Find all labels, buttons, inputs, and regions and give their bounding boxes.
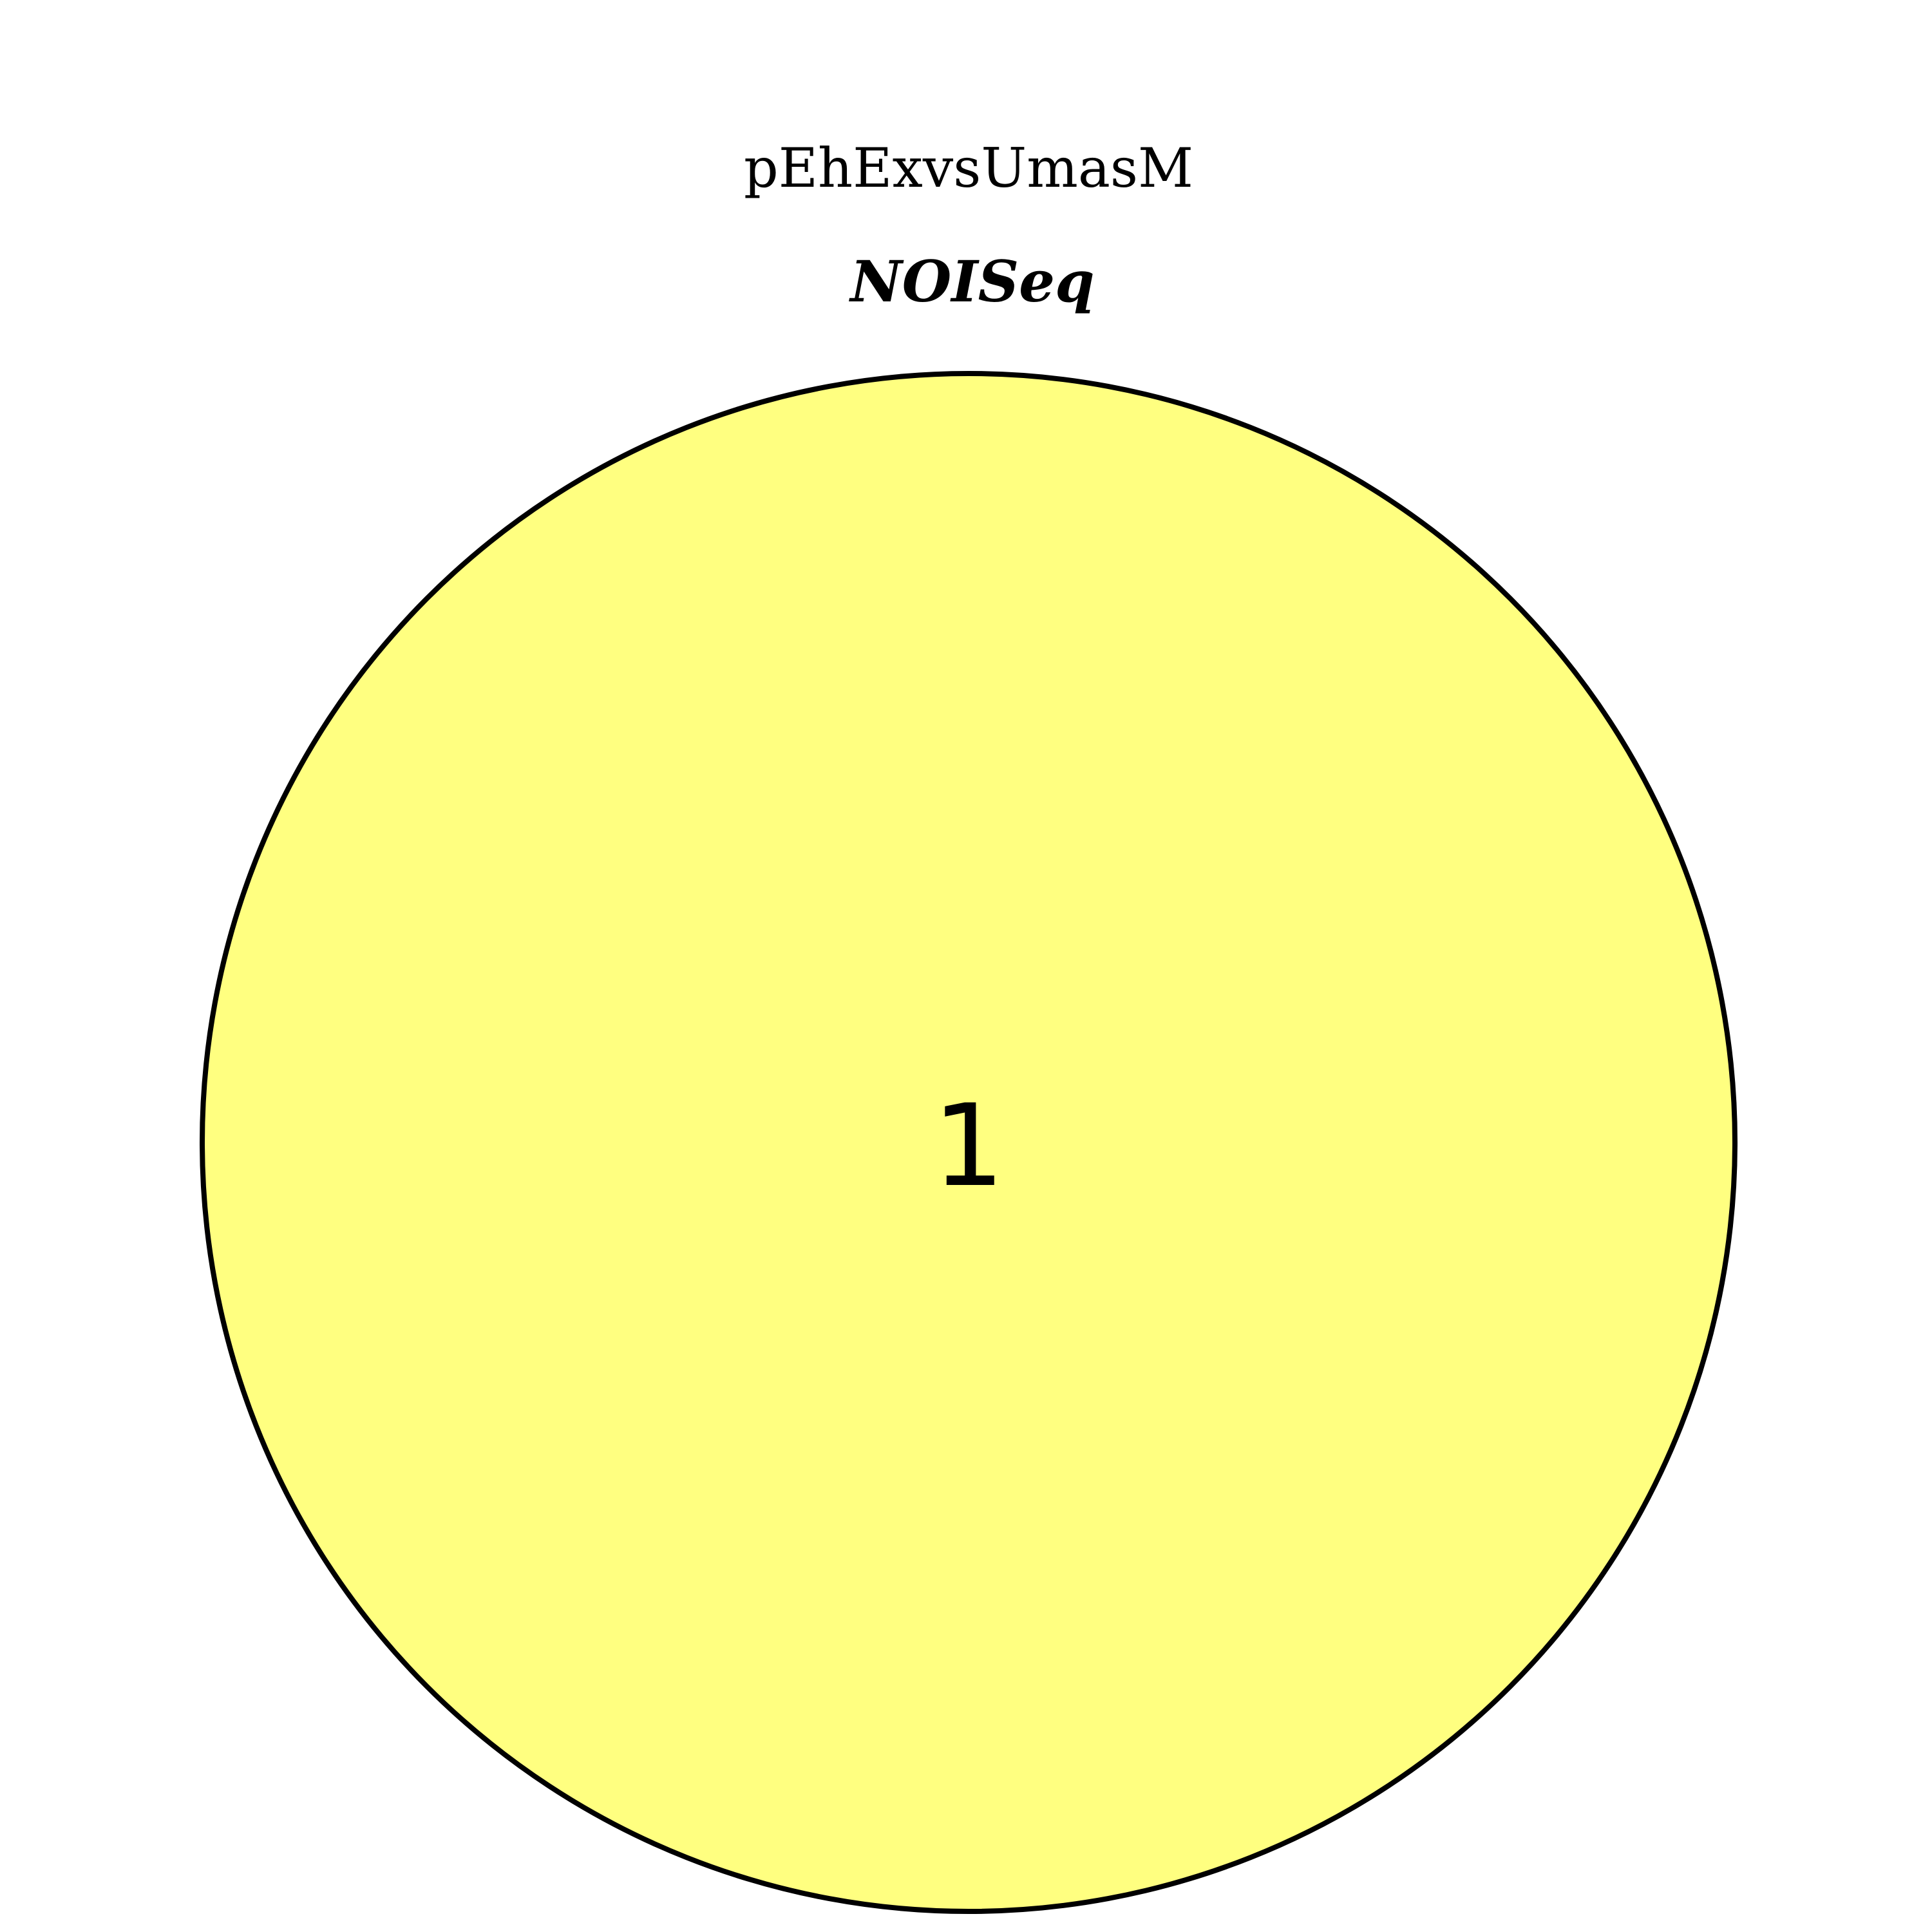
diagram-title: pEhExvsUmasM [744,137,1193,200]
set-label-noiseq: NOISeq [848,248,1094,315]
set-count-noiseq: 1 [933,1080,1005,1212]
set-circle-noiseq [200,371,1738,1914]
